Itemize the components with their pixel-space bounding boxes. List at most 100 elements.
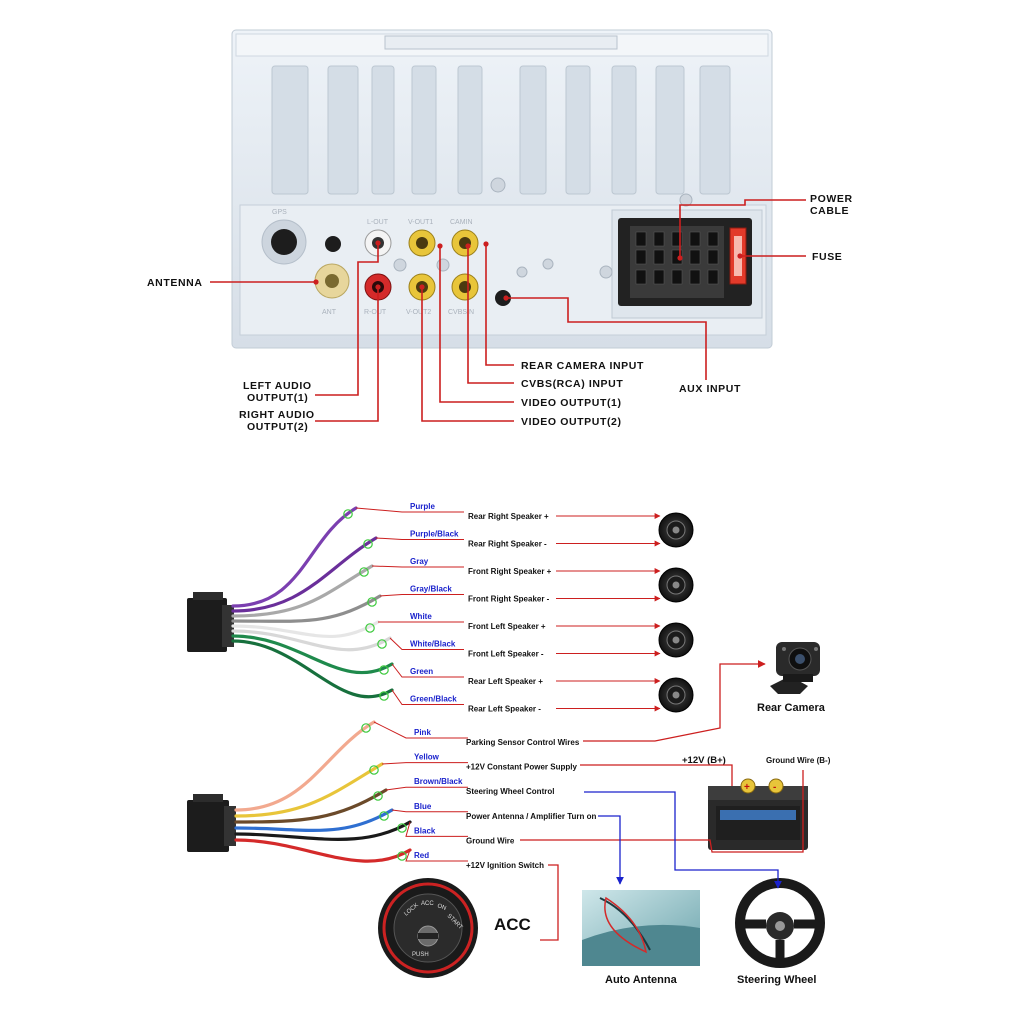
ignition-switch-icon: LOCK ACC ON START PUSH (378, 878, 478, 978)
speaker-ok-mark (343, 509, 353, 519)
power-wire (234, 808, 394, 832)
speaker-wire-ok-marks (343, 509, 389, 701)
speaker-color-label: Purple (410, 502, 435, 511)
battery-plus-label: +12V (B+) (682, 755, 726, 766)
speaker-function-label: Rear Right Speaker - (468, 540, 547, 549)
speaker-color-label: Green (410, 667, 433, 676)
speaker-wire (231, 506, 358, 608)
power-color-label: Pink (414, 728, 431, 737)
power-wires (234, 720, 412, 863)
power-wire (234, 838, 412, 863)
iso-power-connector (618, 218, 752, 306)
power-leader (381, 762, 468, 765)
power-ok-mark (379, 811, 389, 821)
head-unit-rear: GPS ANT L-OUT V-OUT1 CAMIN R-OUT V-OUT (231, 29, 773, 349)
speaker-wire (231, 536, 378, 613)
svg-text:-: - (773, 782, 776, 793)
ignition-acc-word: ACC (421, 901, 434, 907)
rear-camera-caption: Rear Camera (757, 702, 826, 714)
power-color-label: Brown/Black (414, 777, 463, 786)
speaker-icon (658, 512, 694, 548)
l-out-label: L-OUT (367, 219, 389, 226)
speaker-leader (355, 507, 464, 513)
left-audio-output-callout-line2: OUTPUT(1) (247, 392, 308, 404)
mic-hole (325, 236, 341, 252)
steering-wheel-icon (735, 878, 825, 968)
speaker-leader (371, 565, 464, 568)
head-unit-callout-lines (210, 199, 806, 422)
speaker-ok-mark (359, 567, 369, 577)
power-leader (385, 786, 468, 791)
power-color-label: Blue (414, 802, 432, 811)
r-out-label: R-OUT (364, 309, 387, 316)
speaker-function-label: Rear Right Speaker + (468, 512, 549, 521)
speaker-leader (379, 594, 464, 597)
gps-port-label: GPS (272, 209, 287, 216)
cvbsin-label: CVBSIN (448, 309, 474, 316)
speaker-wire (231, 594, 382, 623)
power-ok-mark (361, 723, 371, 733)
power-leader (373, 721, 468, 739)
ignition-push-word: PUSH (412, 952, 429, 958)
speaker-ok-mark (377, 639, 387, 649)
speaker-color-label: Green/Black (410, 695, 457, 704)
speaker-wire (231, 634, 394, 675)
rear-camera-icon (770, 642, 820, 694)
power-function-label: Ground Wire (466, 836, 515, 845)
power-function-label: Power Antenna / Amplifier Turn on (466, 812, 596, 821)
power-wire (234, 762, 384, 818)
speaker-color-label: White/Black (410, 640, 456, 649)
ignition-on-word: ON (436, 903, 447, 912)
rear-camera-input-callout: REAR CAMERA INPUT (521, 360, 644, 372)
speaker-leader (391, 663, 464, 678)
speaker-harness-plug (187, 592, 234, 652)
power-function-label: Parking Sensor Control Wires (466, 738, 580, 747)
rca-cvbs-in (451, 273, 479, 301)
speaker-wire (231, 564, 374, 618)
head-unit-callout-dots (313, 240, 743, 301)
power-cable-callout-line1: POWER (810, 193, 853, 205)
power-color-label: Black (414, 826, 436, 835)
video-output-1-callout: VIDEO OUTPUT(1) (521, 397, 622, 409)
aux-input-callout: AUX INPUT (679, 383, 741, 395)
camin-label: CAMIN (450, 219, 473, 226)
speaker-color-label: Purple/Black (410, 530, 459, 539)
speaker-ok-mark (363, 539, 373, 549)
right-audio-output-callout-line1: RIGHT AUDIO (239, 409, 315, 421)
speaker-icon (658, 622, 694, 658)
speaker-ok-mark (367, 597, 377, 607)
speaker-wire (231, 620, 380, 639)
power-wire (234, 720, 376, 812)
power-ok-mark (369, 765, 379, 775)
speaker-function-label: Front Left Speaker + (468, 622, 546, 631)
svg-text:+: + (744, 782, 750, 793)
power-function-label: +12V Ignition Switch (466, 861, 544, 870)
power-leader (405, 821, 468, 837)
speaker-icon (658, 567, 694, 603)
power-cable-callout-line2: CABLE (810, 205, 849, 217)
power-function-label: Steering Wheel Control (466, 787, 554, 796)
rca-cam-in (451, 229, 479, 257)
antenna-callout: ANTENNA (147, 277, 203, 289)
aux-port (495, 290, 511, 306)
rca-v-out1 (408, 229, 436, 257)
power-ok-mark (397, 851, 407, 861)
fuse-callout: FUSE (812, 251, 842, 263)
auto-antenna-icon (582, 890, 700, 966)
speaker-function-label: Front Right Speaker - (468, 595, 550, 604)
speaker-leader (389, 637, 464, 650)
right-audio-output-callout-line2: OUTPUT(2) (247, 421, 308, 433)
device-connector-lines (520, 660, 804, 941)
speaker-ok-mark (379, 665, 389, 675)
acc-caption: ACC (494, 915, 531, 934)
left-audio-output-callout-line1: LEFT AUDIO (243, 380, 312, 392)
v-out1-label: V-OUT1 (408, 219, 433, 226)
power-ok-mark (397, 823, 407, 833)
speaker-function-label: Front Right Speaker + (468, 567, 552, 576)
power-ok-mark (373, 791, 383, 801)
speaker-color-label: Gray (410, 557, 429, 566)
speaker-color-label: White (410, 612, 432, 621)
power-function-label: +12V Constant Power Supply (466, 763, 577, 772)
